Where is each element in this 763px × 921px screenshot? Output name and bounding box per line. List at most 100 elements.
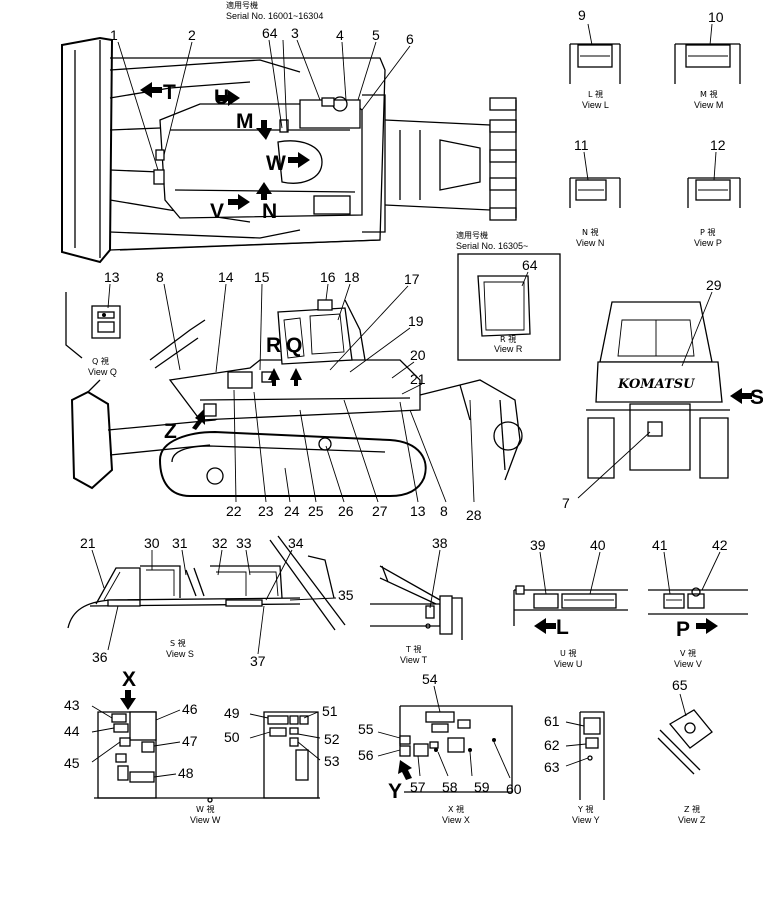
view-y-drawing: [565, 711, 605, 800]
callout-41: 41: [652, 537, 668, 553]
view-x-drawing: [377, 685, 513, 793]
view-v-cn: V 視: [680, 649, 696, 658]
view-u-en: View U: [554, 659, 582, 669]
view-letter-y: Y: [388, 780, 402, 803]
view-l-drawing: [569, 23, 621, 84]
callout-30: 30: [144, 535, 160, 551]
view-v-drawing: [648, 551, 748, 634]
view-r-cn: R 視: [500, 335, 516, 344]
view-w-en: View W: [190, 815, 221, 825]
view-l-cn: L 視: [588, 90, 603, 99]
callout-35: 35: [338, 587, 354, 603]
side-view-drawing: [70, 299, 523, 497]
view-letter-v: V: [210, 200, 224, 223]
callout-6: 6: [406, 31, 414, 47]
callout-10: 10: [708, 9, 724, 25]
view-letter-s: S: [750, 386, 763, 409]
callout-61: 61: [544, 713, 560, 729]
view-w-cn: W 視: [196, 805, 214, 814]
view-p-drawing: [687, 151, 741, 208]
view-n-cn: N 視: [582, 228, 599, 237]
callout-7: 7: [562, 495, 570, 511]
view-s-en: View S: [166, 649, 194, 659]
view-u-cn: U 視: [560, 649, 576, 658]
view-x-cn: X 視: [448, 805, 464, 814]
callout-62: 62: [544, 737, 560, 753]
view-q-en: View Q: [88, 367, 117, 377]
callout-2: 2: [188, 27, 196, 43]
view-letter-l: L: [556, 616, 569, 639]
callout-57: 57: [410, 779, 426, 795]
view-letter-r: R: [266, 334, 281, 357]
callout-1: 1: [110, 27, 118, 43]
callout-11: 11: [574, 137, 589, 153]
callout-19: 19: [408, 313, 424, 329]
serial-note-top-en: Serial No. 16001~16304: [226, 11, 323, 21]
callout-51: 51: [322, 703, 338, 719]
view-letter-z: Z: [164, 420, 177, 443]
brand-komatsu: KOMATSU: [617, 377, 695, 392]
callout-21-side: 21: [410, 371, 426, 387]
view-x-en: View X: [442, 815, 470, 825]
callout-14: 14: [218, 269, 234, 285]
view-n-drawing: [569, 151, 621, 208]
callout-12: 12: [710, 137, 726, 153]
view-q-cn: Q 視: [92, 357, 109, 366]
serial-note-top-cn: 適用号機: [226, 0, 258, 10]
callout-36: 36: [92, 649, 108, 665]
callout-34: 34: [288, 535, 304, 551]
view-r-en: View R: [494, 344, 523, 354]
callout-37: 37: [250, 653, 266, 669]
view-m-en: View M: [694, 100, 723, 110]
view-letter-q: Q: [286, 334, 302, 357]
serial-note-mid-en: Serial No. 16305~: [456, 241, 528, 251]
callout-63: 63: [544, 759, 560, 775]
callout-44: 44: [64, 723, 80, 739]
view-letter-w: W: [266, 152, 286, 175]
callout-55: 55: [358, 721, 374, 737]
view-letter-p: P: [676, 618, 690, 641]
callout-3: 3: [291, 25, 299, 41]
serial-note-mid-cn: 適用号機: [456, 230, 488, 240]
view-z-cn: Z 視: [684, 805, 700, 814]
leader-lines-side: [163, 283, 475, 503]
view-s-drawing: [67, 535, 346, 655]
callout-17: 17: [404, 271, 420, 287]
callout-58: 58: [442, 779, 458, 795]
callout-33: 33: [236, 535, 252, 551]
view-letter-t: T: [163, 81, 176, 104]
callout-49: 49: [224, 705, 240, 721]
view-y-en: View Y: [572, 815, 600, 825]
view-n-en: View N: [576, 238, 604, 248]
view-t-en: View T: [400, 655, 428, 665]
callout-43: 43: [64, 697, 80, 713]
callout-13-q: 13: [104, 269, 120, 285]
view-letter-x: X: [122, 668, 136, 691]
callout-15: 15: [254, 269, 270, 285]
view-letter-u: U: [214, 86, 229, 109]
view-letter-n: N: [262, 200, 277, 223]
callout-29: 29: [706, 277, 722, 293]
callout-39: 39: [530, 537, 546, 553]
view-t-cn: T 視: [405, 645, 421, 654]
view-p-en: View P: [694, 238, 722, 248]
callout-5: 5: [372, 27, 380, 43]
callout-32: 32: [212, 535, 228, 551]
callout-18: 18: [344, 269, 360, 285]
top-view-drawing: [61, 36, 517, 264]
callout-9: 9: [578, 7, 586, 23]
callout-8-rear: 8: [440, 503, 448, 519]
view-s-cn: S 視: [170, 639, 186, 648]
callout-56: 56: [358, 747, 374, 763]
callout-4: 4: [336, 27, 344, 43]
view-q-drawing: [65, 283, 121, 359]
callout-25: 25: [308, 503, 324, 519]
view-u-drawing: [513, 551, 628, 634]
callout-28: 28: [466, 507, 482, 523]
callout-52: 52: [324, 731, 340, 747]
callout-47: 47: [182, 733, 198, 749]
callout-23: 23: [258, 503, 274, 519]
callout-27: 27: [372, 503, 388, 519]
callout-16: 16: [320, 269, 336, 285]
